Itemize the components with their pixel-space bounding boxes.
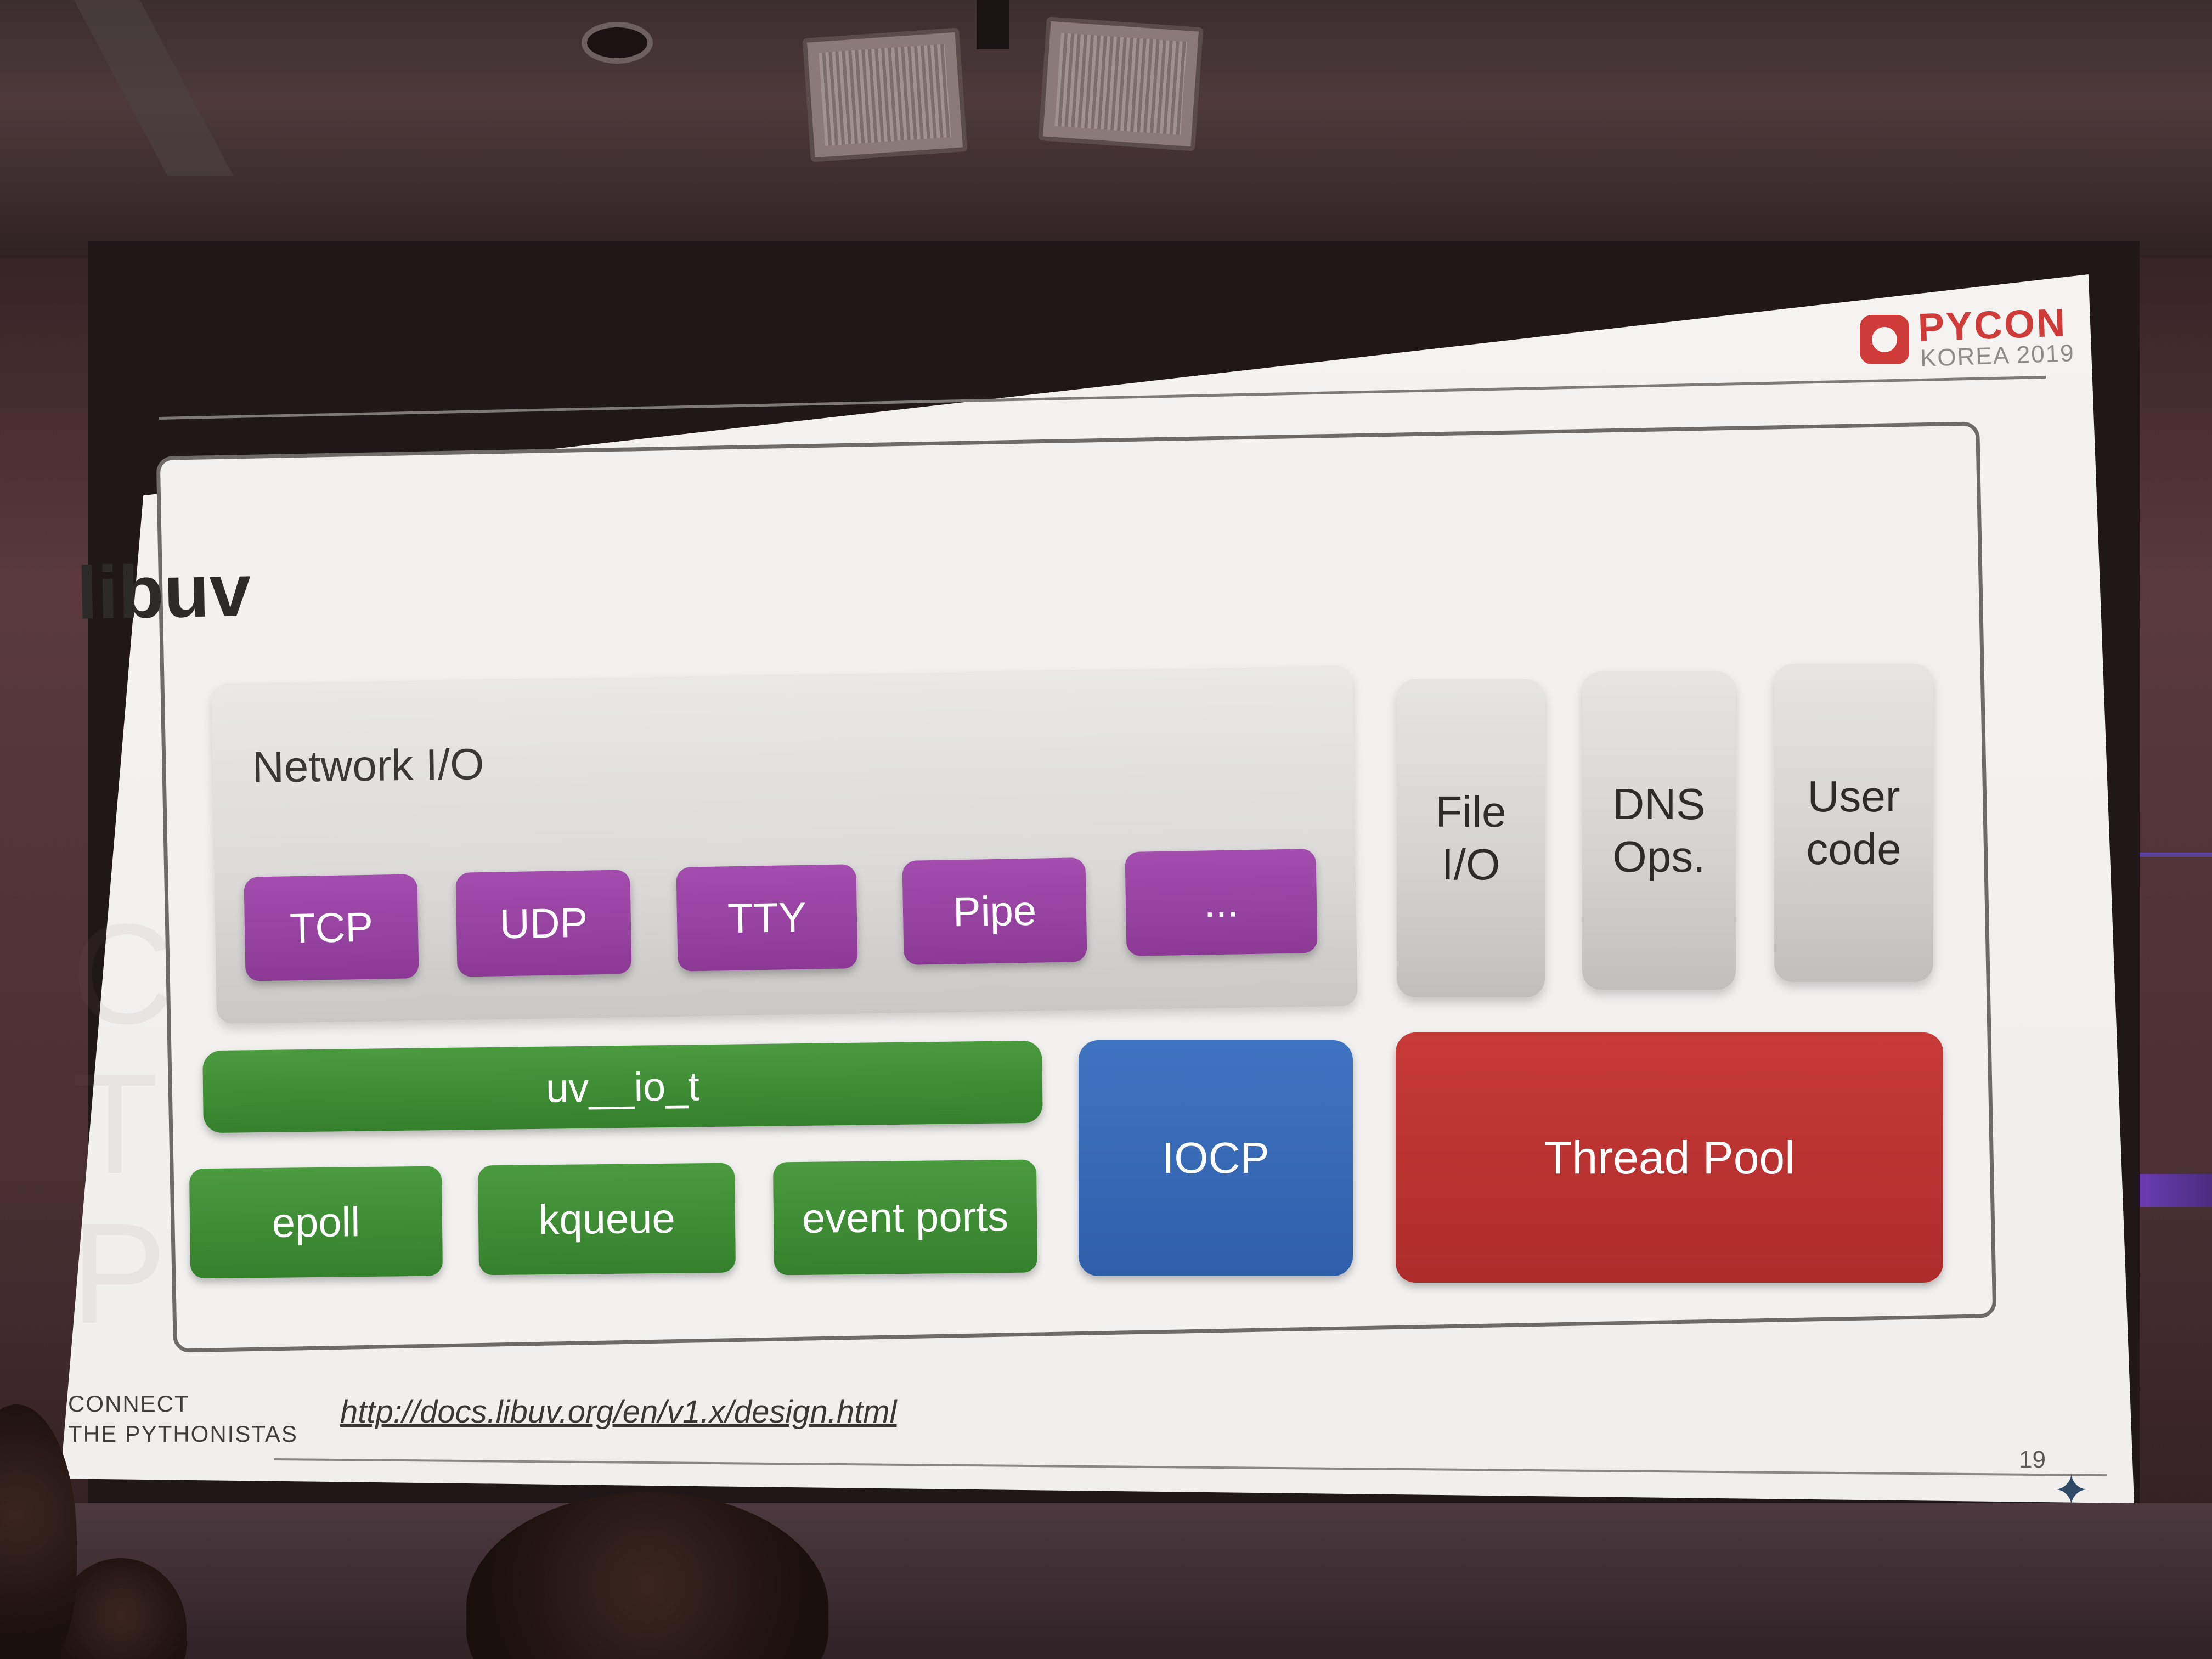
dns-ops-line-2: Ops. — [1612, 832, 1706, 881]
user-code-box: User code — [1774, 664, 1933, 982]
pipe-handle: Pipe — [902, 857, 1087, 965]
file-io-line-2: I/O — [1441, 840, 1500, 889]
more-handles: ... — [1125, 848, 1318, 957]
uv-io-t-bar: uv__io_t — [202, 1040, 1043, 1133]
iocp-box: IOCP — [1079, 1040, 1353, 1276]
pycon-logo: PYCON KOREA 2019 — [1860, 301, 2079, 372]
room-ceiling — [0, 0, 2212, 258]
slide-title: libuv — [76, 548, 252, 635]
wall-light — [2140, 1174, 2212, 1207]
ceiling-mount — [977, 0, 1009, 49]
user-code-line-2: code — [1806, 825, 1901, 873]
docs-link[interactable]: http://docs.libuv.org/en/v1.x/design.htm… — [340, 1394, 897, 1430]
footer-tagline-line-2: THE PYTHONISTAS — [68, 1420, 298, 1447]
event-ports-backend: event ports — [772, 1159, 1038, 1276]
speaker-left — [802, 27, 968, 162]
page-number: 19 — [2019, 1446, 2046, 1473]
python-logo-icon — [1860, 315, 1909, 364]
ceiling-light — [582, 22, 653, 64]
footer-tagline-line-1: CONNECT — [68, 1391, 190, 1417]
file-io-line-1: File — [1435, 787, 1506, 836]
file-io-box: File I/O — [1397, 679, 1545, 997]
dns-ops-line-1: DNS — [1612, 780, 1706, 828]
user-code-line-1: User — [1807, 772, 1900, 821]
thread-pool-box: Thread Pool — [1396, 1032, 1943, 1283]
dns-ops-box: DNS Ops. — [1582, 672, 1736, 990]
ceiling-beam — [74, 0, 234, 176]
udp-handle: UDP — [455, 870, 632, 977]
wall-light-strip — [2140, 853, 2212, 857]
footer-tagline: CONNECT THE PYTHONISTAS — [68, 1389, 298, 1449]
tcp-handle: TCP — [244, 874, 419, 981]
speaker-grille — [819, 44, 951, 146]
tty-handle: TTY — [676, 864, 858, 972]
logo-subtitle: KOREA 2019 — [1920, 340, 2075, 372]
epoll-backend: epoll — [189, 1166, 443, 1279]
speaker-right — [1038, 16, 1204, 151]
speaker-grille — [1054, 33, 1187, 135]
stage-wall-bottom — [0, 1503, 2212, 1659]
kqueue-backend: kqueue — [477, 1163, 736, 1276]
network-io-label: Network I/O — [252, 740, 484, 792]
